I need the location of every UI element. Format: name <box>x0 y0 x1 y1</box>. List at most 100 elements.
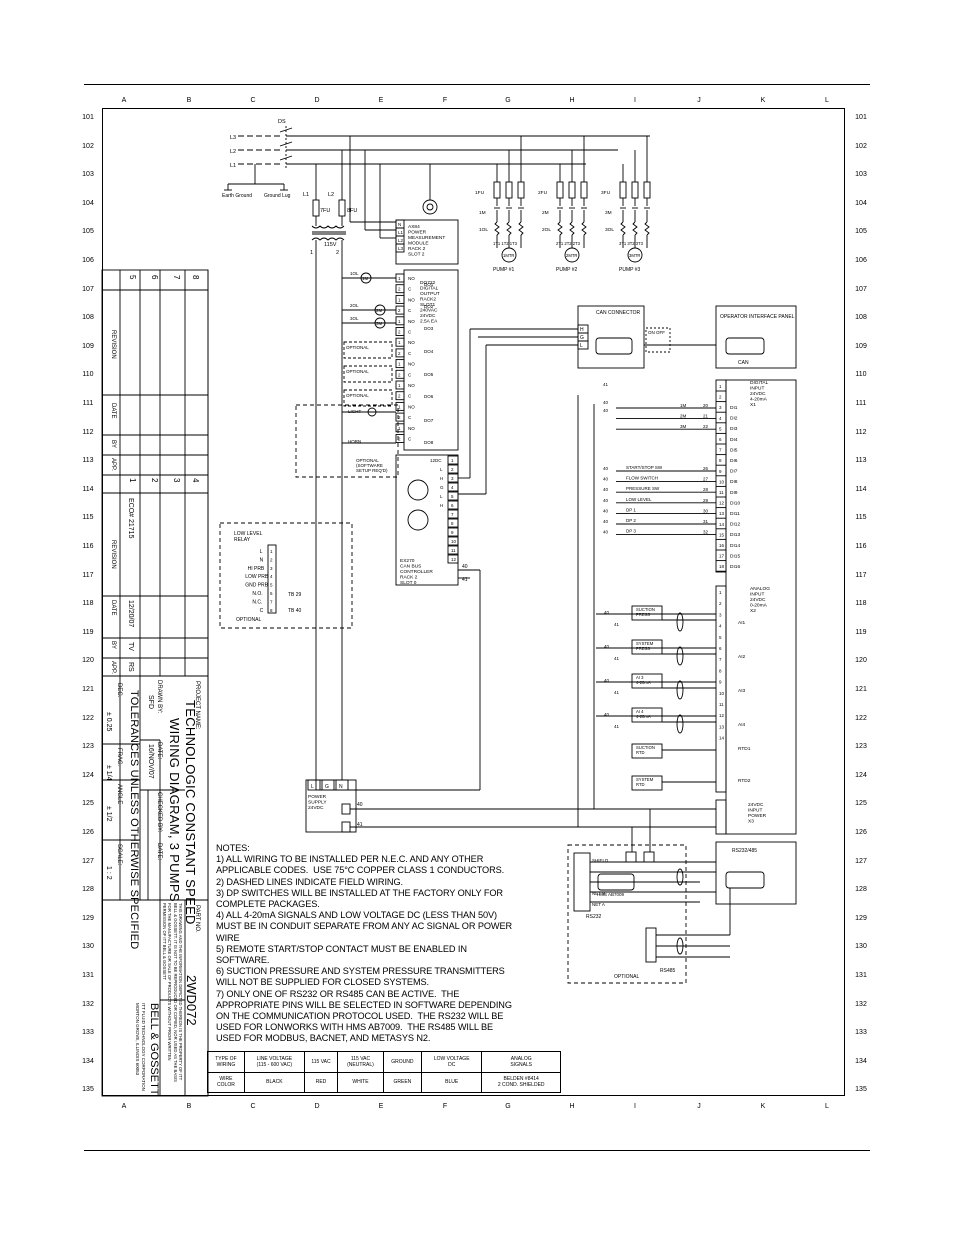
can-bus-terminal-number: 5 <box>451 494 454 499</box>
company-sub1: ITT FLUID TECHNOLOGY CORPORATION <box>141 1003 146 1091</box>
transmitter-icon <box>631 639 663 655</box>
can-connector-terminal: H <box>580 327 584 333</box>
transmitter-label: PRESS <box>636 646 650 651</box>
can-bus-terminal-number: 4 <box>451 485 454 490</box>
ai-terminal-number: 10 <box>719 691 725 696</box>
overload-icon <box>569 221 575 236</box>
rs232-label: RS232 <box>586 914 602 920</box>
wire-label: 40 <box>357 802 363 808</box>
di-input-label: FLOW SWITCH <box>626 476 658 481</box>
row-label: 104 <box>855 199 867 207</box>
column-label: B <box>186 97 192 104</box>
row-label: 118 <box>82 600 94 608</box>
row-label: 133 <box>82 1029 94 1037</box>
wire-label: 40 <box>604 712 610 717</box>
by-header: BY <box>110 641 116 650</box>
overload-label: 1OL <box>350 271 359 276</box>
frac-value: ± 1/4 <box>105 765 112 781</box>
row-label: 122 <box>82 714 94 722</box>
note-line: 2) DASHED LINES INDICATE FIELD WIRING. <box>216 876 403 887</box>
can-bus-terminal-number: 1 <box>451 458 454 463</box>
frac-label: FRAC. <box>116 748 122 766</box>
overload-label: 3OL <box>350 316 359 321</box>
do-terminal-type: C <box>408 351 412 356</box>
column-label: I <box>634 97 636 104</box>
row-label: 132 <box>82 1000 94 1008</box>
di-label: DI9 <box>730 490 738 496</box>
do-terminal-number: 1 <box>398 426 401 431</box>
row-label: 108 <box>855 314 867 322</box>
pump-label: PUMP #1 <box>493 267 515 273</box>
do-terminal-type: NO <box>408 276 415 281</box>
digital-input-label: 24VDC <box>750 391 766 397</box>
relay-terminal-label: GND PRB <box>245 583 268 589</box>
can-bus-terminal-number: 12 <box>451 557 457 562</box>
do-terminal <box>395 316 405 326</box>
tb29-label: TB 29 <box>288 592 302 598</box>
relay-terminal-number: 7 <box>270 599 273 604</box>
table-cell: BLUE <box>421 1071 483 1093</box>
do-terminal-number: 1 <box>398 362 401 367</box>
di-terminal-number: 5 <box>719 426 722 431</box>
note-line: WILL NOT BE SUPPLIED FOR CLOSED SYSTEMS. <box>216 977 429 988</box>
row-label: 114 <box>82 485 94 493</box>
ai-label: AI2 <box>738 654 746 660</box>
rtd-label: SYSTEM <box>636 777 654 782</box>
optional-label: OPTIONAL <box>346 369 369 374</box>
column-label: J <box>697 1103 701 1110</box>
note-line: APPLICABLE CODES. USE 75°C COPPER CLASS … <box>216 865 505 876</box>
can-bus-label: CONTROLLER <box>400 569 433 575</box>
ground-lug-label: Ground Lug <box>264 193 291 199</box>
di-wire-number: 31 <box>703 519 709 524</box>
row-label: 122 <box>855 714 867 722</box>
ai-terminal-number: 8 <box>719 668 722 673</box>
app-header: APP. <box>110 458 116 471</box>
di-terminal-number: 13 <box>719 511 725 516</box>
rtd-label: RTD <box>636 782 645 787</box>
revision-date: 12/20/07 <box>127 600 134 628</box>
motor-label: 2MTR <box>566 253 577 258</box>
drawn-by-label: DRAWN BY: <box>156 680 162 714</box>
do-terminal-number: 2 <box>398 415 401 420</box>
di-label: DI12 <box>730 522 740 528</box>
di-label: DI13 <box>730 532 740 538</box>
digital-input-label: 4-20mA <box>750 397 768 403</box>
transmitter-icon <box>631 673 663 689</box>
app-header: APP. <box>110 661 116 674</box>
do-label: DO2 <box>424 304 434 309</box>
contactor-label: 2M <box>542 210 549 216</box>
column-label: I <box>634 1103 636 1110</box>
power-module-label: SLOT 2 <box>408 252 425 258</box>
do-terminal-number: 1 <box>398 404 401 409</box>
wire-label: 41 <box>603 382 609 387</box>
column-label: F <box>442 97 448 104</box>
di-label: DI8 <box>730 479 738 485</box>
digital-output-label: RACK2 <box>420 297 436 303</box>
row-label: 110 <box>82 371 94 379</box>
ai-label: AI3 <box>738 688 746 694</box>
row-label: 108 <box>82 314 94 322</box>
wire-label: 40 <box>603 408 609 413</box>
di-wire-number: 26 <box>703 466 709 471</box>
row-label: 125 <box>82 800 94 808</box>
relay-terminal-label: N <box>260 557 264 563</box>
l2-label: L2 <box>230 149 236 155</box>
do-label: DO3 <box>424 326 434 331</box>
fuse-icon <box>619 181 627 199</box>
di-terminal-number: 7 <box>719 448 722 453</box>
do-terminal <box>395 294 405 304</box>
di-label: DI5 <box>730 447 738 453</box>
row-label: 129 <box>82 914 94 922</box>
column-label: B <box>186 1103 192 1110</box>
ai-terminal-number: 13 <box>719 724 725 729</box>
contactor-label: 3M <box>605 210 612 216</box>
column-label: C <box>250 1103 256 1110</box>
can-bus-label: SLOT 0 <box>400 580 417 586</box>
fuse-icon <box>643 181 651 199</box>
row-label: 132 <box>855 1000 867 1008</box>
motor-label: 1MTR <box>503 253 514 258</box>
row-label: 105 <box>855 228 867 236</box>
do-terminal <box>395 412 405 422</box>
project-name-2: WIRING DIAGRAM, 3 PUMPS <box>167 718 182 902</box>
motor-terminals: 1T1 1T2 1T3 <box>493 241 518 246</box>
